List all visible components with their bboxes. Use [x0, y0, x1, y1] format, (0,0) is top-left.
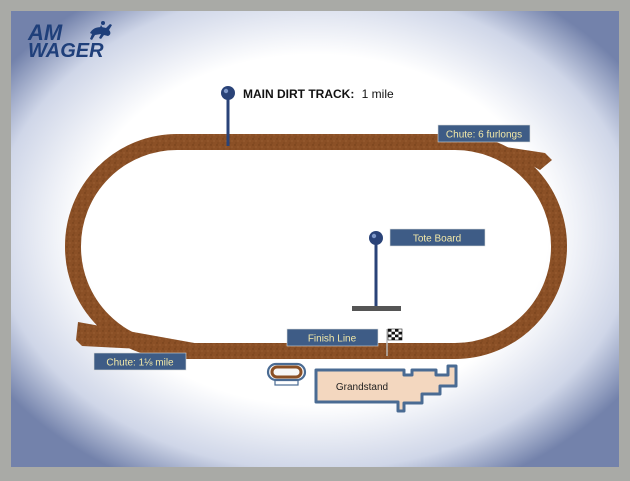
- map-pin-icon: [369, 231, 383, 245]
- main-track-name: MAIN DIRT TRACK:: [243, 87, 354, 101]
- chute-1-1-8-mile-text: Chute: 1⅛ mile: [106, 358, 174, 369]
- chute-6-furlongs-track: [440, 137, 552, 170]
- tote-board-pin: [352, 231, 401, 311]
- tote-board-label: Tote Board: [389, 228, 486, 247]
- checkered-flag-icon: [386, 328, 403, 356]
- logo-line-1: AM: [27, 20, 63, 45]
- main-dirt-track: [65, 134, 567, 359]
- chute-1-1-8-mile-track: [76, 322, 200, 352]
- grandstand: Grandstand: [314, 364, 458, 413]
- main-track-label: MAIN DIRT TRACK: 1 mile: [243, 87, 394, 101]
- map-pin-icon: [221, 86, 235, 100]
- main-track-pin: [221, 86, 235, 146]
- chute-6-furlongs-text: Chute: 6 furlongs: [446, 130, 522, 141]
- horse-jockey-icon: [90, 21, 112, 40]
- training-oval: [266, 362, 307, 386]
- chute-6-furlongs-label: Chute: 6 furlongs: [437, 124, 531, 143]
- main-track-distance: 1 mile: [362, 87, 394, 101]
- tote-board-structure: [352, 306, 401, 311]
- finish-line-label: Finish Line: [286, 328, 379, 347]
- am-wager-logo: AM WAGER: [27, 20, 112, 62]
- logo-line-2: WAGER: [28, 40, 104, 62]
- grandstand-text: Grandstand: [336, 382, 388, 393]
- tote-board-text: Tote Board: [413, 234, 461, 245]
- chute-1-1-8-mile-label: Chute: 1⅛ mile: [93, 352, 187, 371]
- finish-line-text: Finish Line: [308, 334, 357, 345]
